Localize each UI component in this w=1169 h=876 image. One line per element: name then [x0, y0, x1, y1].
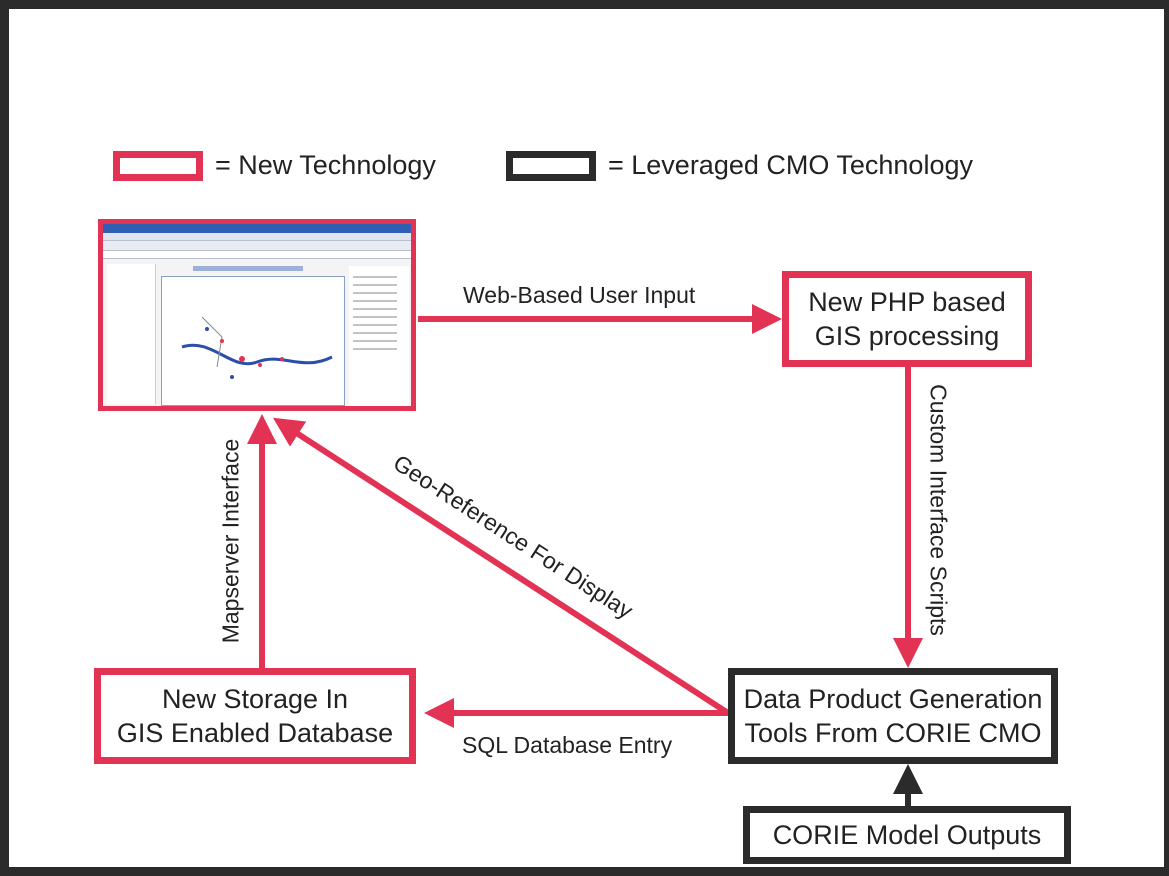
node-corie-model-outputs: CORIE Model Outputs — [743, 806, 1071, 864]
node-storage-label: New Storage In GIS Enabled Database — [116, 684, 394, 748]
node-tools-label: Data Product Generation Tools From CORIE… — [743, 684, 1043, 748]
edge-label-mapserver: Mapserver Interface — [217, 438, 244, 644]
edge-label-sql-entry: SQL Database Entry — [462, 732, 673, 758]
legend-swatch-new — [113, 151, 203, 181]
edge-label-custom-scripts: Custom Interface Scripts — [925, 384, 952, 636]
legend-swatch-leveraged — [506, 151, 596, 181]
legend-label-leveraged: = Leveraged CMO Technology — [608, 150, 973, 180]
node-gis-storage: New Storage In GIS Enabled Database — [94, 668, 416, 764]
node-data-product-tools: Data Product Generation Tools From CORIE… — [728, 668, 1058, 764]
mapserver-screenshot-icon — [98, 219, 416, 411]
edge-label-web-input: Web-Based User Input — [463, 282, 696, 308]
node-php-gis-processing: New PHP based GIS processing — [782, 271, 1032, 367]
node-outputs-label: CORIE Model Outputs — [772, 820, 1042, 850]
arrow-georef — [272, 417, 730, 716]
node-php-label: New PHP based GIS processing — [808, 287, 1006, 351]
legend-label-new: = New Technology — [215, 150, 436, 180]
